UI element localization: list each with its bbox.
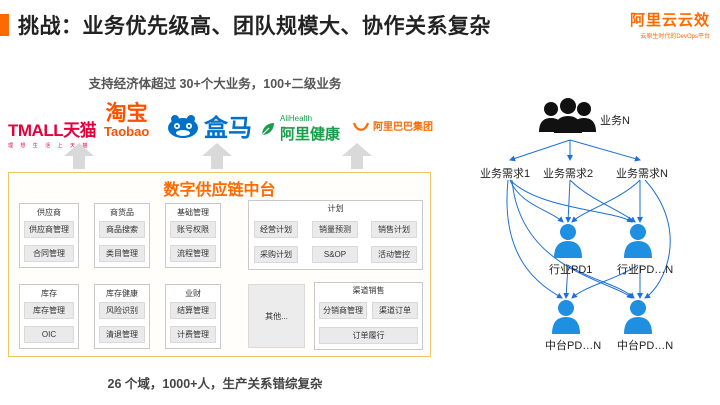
taobao-logo: 淘宝 Taobao: [104, 102, 150, 139]
org-relation-diagram: [506, 98, 671, 334]
domain-cell: 销量预测: [312, 221, 358, 238]
leaf-icon: [261, 123, 274, 136]
taobao-logo-en: Taobao: [104, 124, 150, 139]
domain-cell: OIC: [24, 326, 74, 343]
domain-cell: 活动管控: [371, 246, 417, 263]
person-icon: [552, 300, 580, 334]
domain-cell: 流程管理: [170, 245, 216, 262]
platform-title: 数字供应链中台: [163, 182, 276, 199]
domain-group-title: 库存: [41, 289, 57, 298]
domain-other: 其他...: [248, 284, 305, 348]
brand-tagline: 云原生时代的DevOps平台: [640, 34, 710, 40]
hema-logo-text: 盒马: [204, 115, 252, 142]
person-icon: [624, 224, 652, 258]
domain-cell: 经营计划: [254, 221, 298, 238]
page-title: 挑战：业务优先级高、团队规模大、协作关系复杂: [18, 15, 491, 38]
domain-group-title: 基础管理: [177, 208, 209, 217]
person-icon: [624, 300, 652, 334]
domain-cell: 商品搜索: [99, 221, 145, 238]
hema-logo: 盒马: [166, 108, 252, 143]
domain-group-title: 业财: [185, 289, 201, 298]
domain-cell: 采购计划: [254, 246, 298, 263]
alihealth-logo-cn: 阿里健康: [280, 126, 341, 143]
alibaba-logo: 阿里巴巴集团: [352, 118, 433, 133]
subtitle: 支持经济体超过 30+个大业务，100+二级业务: [88, 77, 342, 91]
domain-cell: 合同管理: [24, 245, 74, 262]
domain-group-title: 计划: [327, 204, 344, 213]
demand-label: 业务需求N: [616, 168, 668, 180]
middle-pd-label: 中台PD…N: [545, 340, 602, 352]
footnote: 26 个域，1000+人，生产关系错综复杂: [107, 377, 323, 391]
domain-cell: 供应商管理: [24, 221, 74, 238]
domain-cell: 类目管理: [99, 245, 145, 262]
domain-cell: S&OP: [312, 246, 358, 263]
tmall-logo-slogan: 理 想 生 活 上 天 猫: [8, 143, 91, 149]
brand-name: 阿里云云效: [629, 12, 710, 29]
domain-cell: 风险识别: [99, 302, 145, 319]
domain-group-title: 库存健康: [106, 289, 138, 298]
up-arrow-icon: [64, 143, 94, 169]
hippo-icon: [168, 114, 198, 138]
domain-group-title: 商货品: [110, 208, 134, 217]
tmall-logo: TMALL天猫 理 想 生 活 上 天 猫: [8, 116, 97, 149]
domain-cell: 结算管理: [170, 302, 216, 319]
demand-label: 业务需求1: [480, 168, 531, 180]
title-accent-bar: [0, 14, 9, 36]
middle-pd-label: 中台PD…N: [617, 340, 674, 352]
domain-cell: 订单履行: [319, 327, 418, 344]
connector-arrows: [506, 139, 671, 299]
alihealth-logo-en: AliHealth: [280, 114, 313, 123]
industry-pd-label: 行业PD1: [549, 264, 593, 276]
person-icon: [554, 224, 582, 258]
taobao-logo-cn: 淘宝: [105, 102, 148, 125]
domain-cell: 分销商管理: [319, 302, 367, 319]
demand-label: 业务需求2: [543, 168, 594, 180]
domain-cell: 清退管理: [99, 326, 145, 343]
domain-cell: 库存管理: [24, 302, 74, 319]
up-arrow-icon: [342, 143, 372, 169]
up-arrow-icon: [202, 143, 232, 169]
tmall-logo-text: TMALL天猫: [8, 121, 97, 140]
alibaba-logo-text: 阿里巴巴集团: [373, 122, 433, 133]
domain-cell: 计费管理: [170, 326, 216, 343]
alibaba-smile-icon: [352, 122, 370, 131]
alihealth-logo: AliHealth 阿里健康: [260, 114, 340, 144]
people-group-icon: [539, 98, 596, 133]
domain-group-title: 供应商: [37, 208, 61, 217]
domain-cell: 渠道订单: [372, 302, 418, 319]
domain-cell: 账号权限: [170, 221, 216, 238]
brand-logo: 阿里云云效 云原生时代的DevOps平台: [630, 9, 710, 40]
industry-pd-label: 行业PD…N: [617, 264, 674, 276]
domain-cell: 销售计划: [371, 221, 417, 238]
domain-group-title: 渠道销售: [352, 286, 385, 295]
org-top-label: 业务N: [600, 115, 630, 127]
